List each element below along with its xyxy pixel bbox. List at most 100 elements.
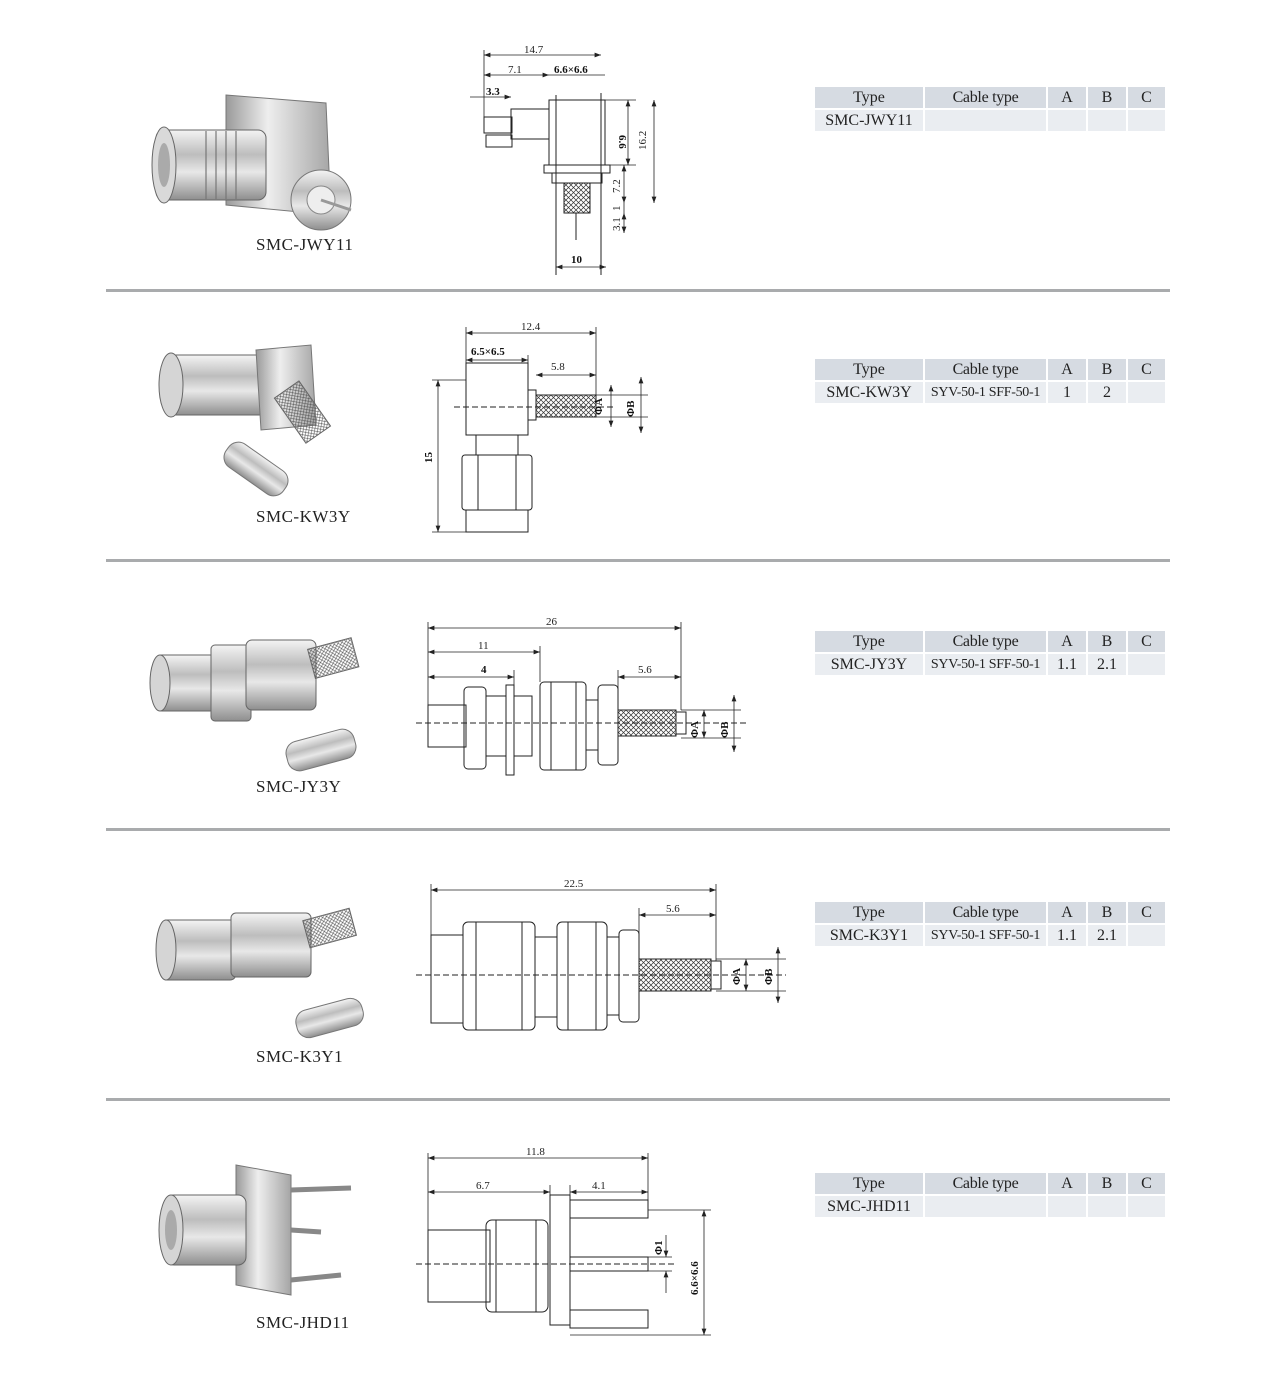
technical-drawing-jy3y: 26 11 4 5.6 ΦA ΦB (416, 616, 746, 776)
dim-label: Φ1 (653, 1240, 665, 1255)
spec-table-jy3y: Type Cable type A B C SMC-JY3Y SYV-50-1 … (813, 629, 1167, 677)
dim-label: 22.5 (564, 878, 584, 890)
cell-cable-type: SYV-50-1 SFF-50-1 (925, 925, 1046, 946)
cell-b (1088, 1196, 1126, 1217)
dim-label: 7.2 (611, 179, 623, 193)
header-type: Type (815, 1173, 923, 1194)
header-type: Type (815, 359, 923, 380)
cell-b: 2 (1088, 382, 1126, 403)
dim-label: 6.6×6.6 (689, 1261, 701, 1295)
dim-label: 6.5×6.5 (471, 346, 505, 358)
dim-label: ΦA (731, 968, 743, 985)
cell-c (1128, 110, 1165, 131)
cell-cable-type (925, 1196, 1046, 1217)
header-a: A (1048, 631, 1086, 652)
header-a: A (1048, 902, 1086, 923)
model-caption: SMC-JHD11 (256, 1313, 350, 1332)
header-a: A (1048, 87, 1086, 108)
header-c: C (1128, 359, 1165, 380)
dim-label: ΦA (689, 721, 701, 738)
header-a: A (1048, 1173, 1086, 1194)
technical-drawing-jwy11: 14.7 7.1 6.6×6.6 3.3 6.6 16.2 7.2 1 3.1 … (470, 45, 657, 275)
cell-a: 1 (1048, 382, 1086, 403)
header-c: C (1128, 902, 1165, 923)
cell-cable-type (925, 110, 1046, 131)
section-divider (106, 289, 1170, 292)
dim-label: 6.7 (476, 1180, 490, 1192)
model-caption: SMC-JWY11 (256, 235, 354, 254)
cell-c (1128, 382, 1165, 403)
model-caption: SMC-JY3Y (256, 777, 342, 796)
cell-cable-type: SYV-50-1 SFF-50-1 (925, 382, 1046, 403)
dim-label: ΦB (625, 400, 637, 417)
cell-a (1048, 110, 1086, 131)
header-c: C (1128, 1173, 1165, 1194)
cell-b (1088, 110, 1126, 131)
header-type: Type (815, 631, 923, 652)
product-section-jy3y: SMC-JY3Y (106, 585, 1170, 855)
product-section-jwy11: SMC-JWY11 1 (106, 45, 1170, 315)
header-c: C (1128, 87, 1165, 108)
spec-table-kw3y: Type Cable type A B C SMC-KW3Y SYV-50-1 … (813, 357, 1167, 405)
cell-type: SMC-JY3Y (815, 654, 923, 675)
cell-b: 2.1 (1088, 925, 1126, 946)
product-photo-jwy11 (151, 94, 352, 231)
cell-type: SMC-JWY11 (815, 110, 923, 131)
header-cable-type: Cable type (925, 359, 1046, 380)
dim-label: 5.8 (551, 361, 565, 373)
product-photo-jy3y (149, 637, 360, 772)
header-b: B (1088, 359, 1126, 380)
header-type: Type (815, 902, 923, 923)
header-cable-type: Cable type (925, 902, 1046, 923)
dim-label: 12.4 (521, 321, 541, 333)
dim-label: 15 (423, 452, 435, 464)
dim-label: 5.6 (638, 664, 652, 676)
technical-drawing-kw3y: 12.4 6.5×6.5 5.8 ΦA ΦB 15 (423, 321, 648, 533)
header-b: B (1088, 902, 1126, 923)
product-section-kw3y: SMC-KW3Y 12.4 6.5×6.5 (106, 315, 1170, 585)
cell-a (1048, 1196, 1086, 1217)
dim-label: 6.6×6.6 (554, 64, 588, 76)
header-a: A (1048, 359, 1086, 380)
dim-label: 4.1 (592, 1180, 606, 1192)
dim-label: 11 (478, 640, 489, 652)
spec-table-k3y1: Type Cable type A B C SMC-K3Y1 SYV-50-1 … (813, 900, 1167, 948)
header-cable-type: Cable type (925, 87, 1046, 108)
header-c: C (1128, 631, 1165, 652)
technical-drawing-jhd11: 11.8 6.7 4.1 Φ1 6.6×6.6 (416, 1146, 711, 1336)
dim-label: 10 (571, 254, 583, 266)
product-photo-k3y1 (155, 907, 364, 1039)
section-divider (106, 559, 1170, 562)
dim-label: 26 (546, 616, 558, 628)
header-type: Type (815, 87, 923, 108)
product-photo-jhd11 (158, 1164, 352, 1296)
spec-table-jhd11: Type Cable type A B C SMC-JHD11 (813, 1171, 1167, 1219)
header-cable-type: Cable type (925, 1173, 1046, 1194)
dim-label: 14.7 (524, 45, 544, 56)
cell-type: SMC-JHD11 (815, 1196, 923, 1217)
dim-label: 16.2 (637, 131, 649, 150)
model-caption: SMC-K3Y1 (256, 1047, 344, 1066)
dim-label: ΦB (763, 968, 775, 985)
model-caption: SMC-KW3Y (256, 507, 351, 526)
product-section-jhd11: SMC-JHD11 11.8 (106, 1125, 1170, 1395)
product-photo-kw3y (158, 344, 332, 497)
dim-label: 3.1 (611, 217, 623, 231)
dim-label: ΦB (719, 721, 731, 738)
cell-c (1128, 654, 1165, 675)
dim-label: ΦA (593, 398, 605, 415)
header-b: B (1088, 1173, 1126, 1194)
dim-label: 11.8 (526, 1146, 545, 1158)
cell-type: SMC-KW3Y (815, 382, 923, 403)
cell-type: SMC-K3Y1 (815, 925, 923, 946)
cell-a: 1.1 (1048, 925, 1086, 946)
cell-a: 1.1 (1048, 654, 1086, 675)
cell-b: 2.1 (1088, 654, 1126, 675)
cell-c (1128, 1196, 1165, 1217)
dim-label: 4 (481, 664, 487, 676)
dim-label: 6.6 (616, 135, 628, 149)
dim-label: 1 (611, 206, 623, 212)
product-section-k3y1: SMC-K3Y1 22.5 5.6 ΦA (106, 855, 1170, 1125)
header-b: B (1088, 631, 1126, 652)
dim-label: 3.3 (486, 86, 500, 98)
